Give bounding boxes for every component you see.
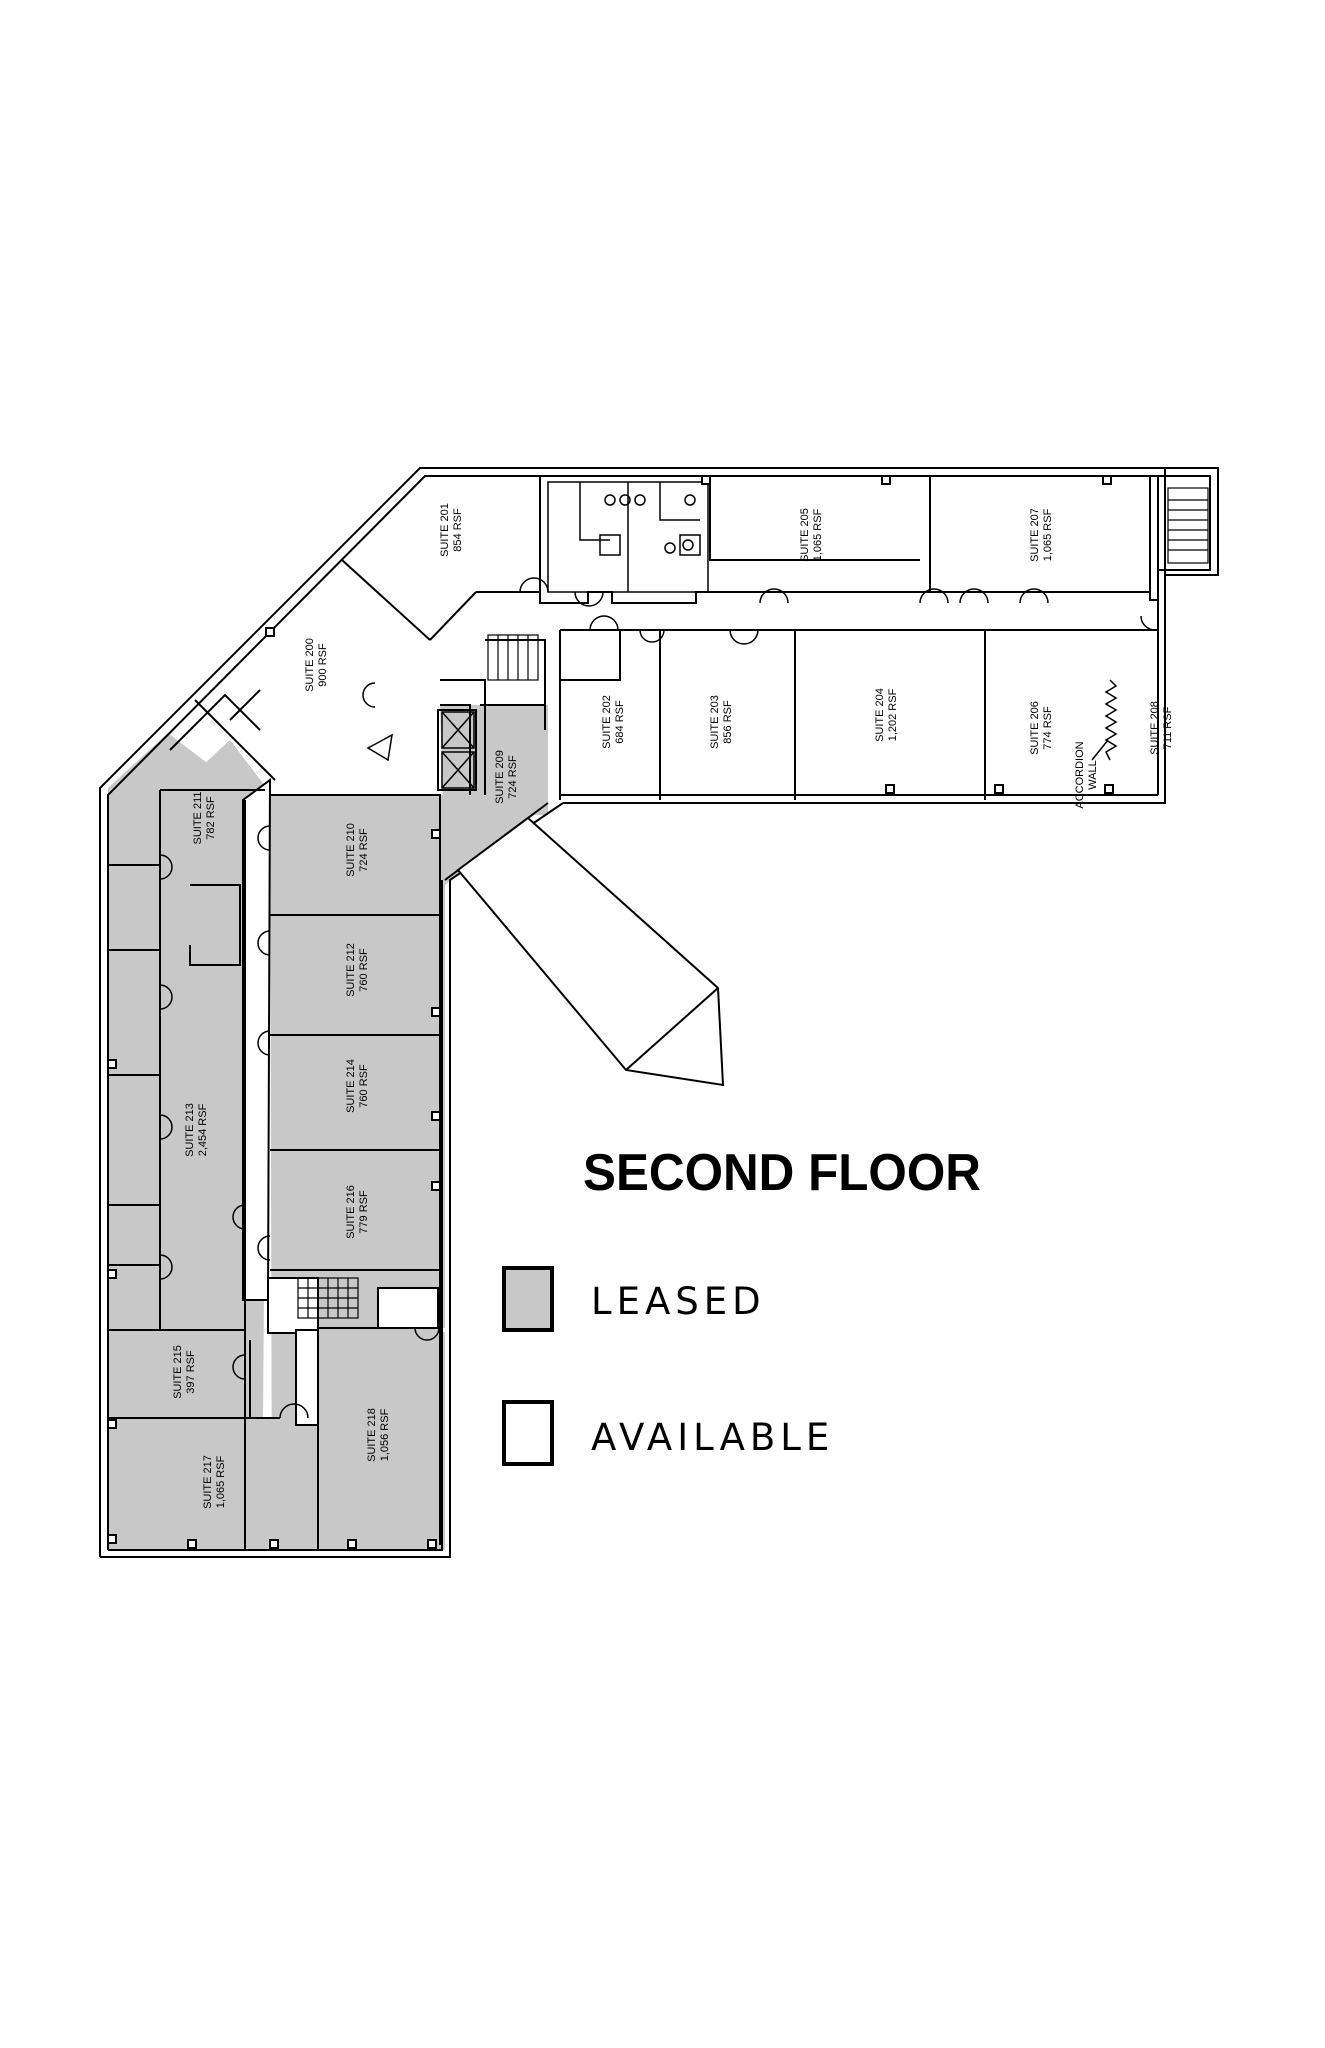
- suite-label-202: SUITE 202684 RSF: [601, 695, 626, 749]
- suite-label-205: SUITE 2051,065 RSF: [799, 508, 824, 562]
- suite-label-213: SUITE 2132,454 RSF: [184, 1103, 209, 1157]
- suite-label-218: SUITE 2181,056 RSF: [366, 1408, 391, 1462]
- corridors: [242, 778, 439, 1426]
- door-swings: [159, 577, 1156, 1419]
- suite-label-201: SUITE 201854 RSF: [439, 503, 464, 557]
- accordion-wall-label: ACCORDIONWALL: [1074, 741, 1099, 808]
- ramp: [366, 733, 393, 762]
- suite-label-204: SUITE 2041,202 RSF: [874, 688, 899, 742]
- leased-areas: [108, 705, 548, 1550]
- suite-label-203: SUITE 203856 RSF: [709, 695, 734, 749]
- accordion-wall: [1091, 679, 1118, 761]
- building-outline: [99, 467, 1219, 1558]
- suite-label-210: SUITE 210724 RSF: [345, 823, 370, 877]
- columns: [107, 475, 1114, 1549]
- suite-label-207: SUITE 2071,065 RSF: [1029, 508, 1054, 562]
- suite-label-217: SUITE 2171,065 RSF: [202, 1455, 227, 1509]
- suite-label-214: SUITE 214760 RSF: [345, 1059, 370, 1113]
- legend-swatch-leased: [502, 1266, 554, 1332]
- canopy: [456, 816, 725, 1087]
- stairs: [297, 487, 1209, 1319]
- legend-label-leased: LEASED: [591, 1280, 766, 1323]
- suite-label-215: SUITE 215397 RSF: [172, 1345, 197, 1399]
- suite-label-216: SUITE 216779 RSF: [345, 1185, 370, 1239]
- elevators: [441, 711, 475, 789]
- suite-label-200: SUITE 200900 RSF: [304, 638, 329, 692]
- suite-label-211: SUITE 211782 RSF: [192, 792, 217, 845]
- suite-label-208: SUITE 208711 RSF: [1149, 701, 1174, 755]
- restrooms: [547, 481, 709, 593]
- legend-swatch-available: [502, 1400, 554, 1466]
- suite-label-209: SUITE 209724 RSF: [494, 750, 519, 804]
- legend-label-available: AVAILABLE: [591, 1416, 835, 1459]
- page-title: SECOND FLOOR: [583, 1144, 981, 1202]
- suite-label-206: SUITE 206774 RSF: [1029, 701, 1054, 755]
- suite-labels: SUITE 201854 RSF SUITE 200900 RSF SUITE 20…: [172, 503, 1174, 1509]
- suite-label-212: SUITE 212760 RSF: [345, 943, 370, 997]
